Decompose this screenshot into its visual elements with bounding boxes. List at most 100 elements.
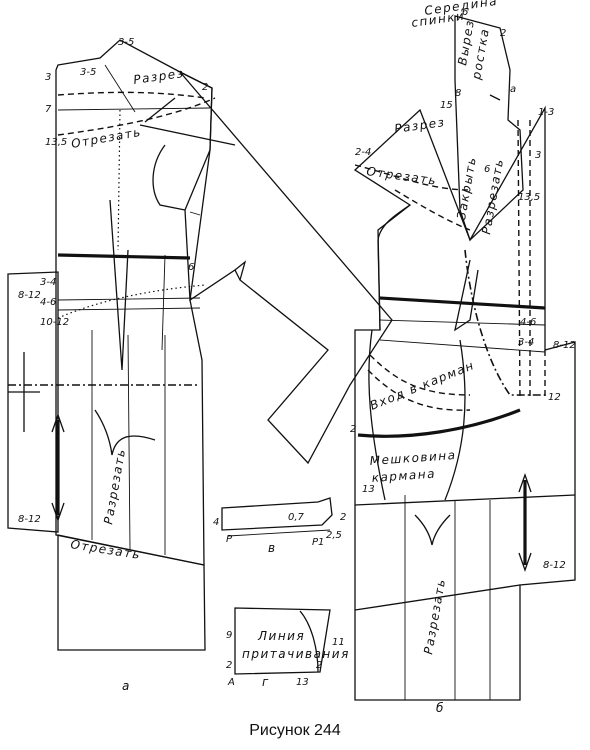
word-seam-1: Линия	[257, 629, 305, 643]
label-b-10: 2-4	[355, 147, 371, 158]
panel-b-hem-line	[354, 584, 521, 611]
panel-a	[7, 39, 236, 651]
labels-panel-b: 6 2 а 8 15 6 1-3 3 13,5 2-4 3-4 4-6 8-12…	[350, 7, 576, 571]
panel-b-armhole	[377, 204, 411, 331]
label-v-5: Р	[226, 534, 233, 545]
label-b-1: 6	[462, 7, 468, 18]
sleeve-mark-1	[189, 211, 201, 216]
label-b-7: 1-3	[538, 107, 554, 118]
word-slash-b: Разрезать	[421, 577, 448, 656]
word-pocket-bag-2: кармана	[371, 467, 436, 485]
subpanel-b-letter: б	[436, 701, 444, 715]
sleeve-notch	[234, 260, 247, 281]
panel-b-grain-head-2	[518, 552, 532, 572]
panel-a-shoulder-line	[57, 107, 211, 111]
panel-a-waist-line	[57, 253, 191, 260]
label-a-9: 4-6	[40, 297, 56, 308]
label-b-12: 4-6	[520, 317, 536, 328]
label-g-5: А	[227, 677, 235, 688]
label-a-2: 3-5	[80, 67, 96, 78]
panel-v	[221, 497, 333, 537]
word-back-middle-2: спинки	[410, 9, 466, 30]
panel-b-waist-line-3	[379, 339, 546, 353]
label-b-13: 8-12	[553, 340, 576, 351]
word-seam-2: притачивания	[242, 647, 350, 661]
panel-a-side-extension	[7, 271, 59, 533]
word-cut-a: Разрез	[132, 66, 185, 87]
label-a-4: 7	[45, 104, 52, 115]
label-b-2: 2	[500, 28, 506, 39]
label-v-6: Р1	[312, 537, 324, 548]
panel-a-dart	[109, 199, 129, 371]
panel-v-outline	[221, 497, 333, 531]
labels-panel-v: 4 0,7 2 2,5 Р Р1	[213, 512, 346, 548]
word-trim-hem-a: Отрезать	[70, 537, 143, 562]
panel-b-pocket-entry	[369, 354, 471, 396]
label-v-1: 4	[213, 517, 219, 528]
labels-panel-g: 9 11 2 2 А 13	[226, 630, 345, 688]
panel-b-shoulder-dash-2	[394, 189, 471, 231]
panel-b-slash-arrow	[414, 514, 451, 546]
panel-a-vert-2	[127, 334, 131, 551]
label-b-3: а	[510, 84, 516, 95]
panel-a-waist-line-2	[57, 297, 201, 301]
panel-a-grain-head-1	[51, 413, 65, 433]
panel-a-top-dash	[57, 91, 206, 99]
panel-a-waist-line-3	[57, 307, 201, 311]
panel-b-pocket-bag	[368, 329, 386, 501]
back-neck-piece	[454, 15, 524, 242]
panel-b-pocket-curve	[357, 408, 521, 438]
label-a-5: 13,5	[45, 137, 67, 148]
panel-a-big-arrow	[139, 97, 236, 146]
panel-b-front-edge	[517, 119, 521, 401]
sleeve-piece	[179, 71, 393, 465]
label-a-1: 3-5	[118, 37, 134, 48]
subpanel-letters: а б в г	[122, 541, 444, 715]
panel-g	[234, 607, 331, 675]
label-g-1: 9	[226, 630, 232, 641]
panel-v-bottom-line	[227, 529, 331, 537]
label-g-2: 11	[332, 637, 345, 648]
panel-b-pocket-bag-2	[444, 339, 466, 501]
panel-b-dart	[454, 259, 479, 332]
word-pocket-bag-1: Мешковина	[369, 448, 457, 468]
label-b-9: 13,5	[518, 192, 540, 203]
panel-a-slash-arrow	[94, 409, 156, 456]
labels-panel-a: 3-5 3-5 3 7 13,5 2 6 3-4 4-6 10-12 8-12 …	[18, 37, 208, 525]
label-a-8: 3-4	[40, 277, 56, 288]
label-b-11: 3-4	[518, 337, 534, 348]
label-a-10: 10-12	[40, 317, 69, 328]
panel-g-outline	[234, 607, 331, 675]
panel-a-dart-dotted	[117, 109, 121, 251]
panel-a-grain-head-2	[51, 502, 65, 522]
panel-a-armhole	[152, 144, 186, 211]
label-b-15: 2	[350, 424, 356, 435]
label-v-3: 2	[340, 512, 346, 523]
panel-b-grain-head-1	[518, 473, 532, 493]
label-a-6: 2	[202, 82, 208, 93]
label-b-14: 12	[548, 392, 561, 403]
panel-b-lower-edge	[354, 494, 576, 506]
figure-caption: Рисунок 244	[249, 722, 341, 739]
label-g-4: 2	[316, 660, 322, 671]
panel-b-shoulder-dash	[354, 164, 471, 191]
label-b-8: 3	[535, 150, 541, 161]
label-v-2: 0,7	[288, 512, 305, 523]
label-g-6: 13	[296, 677, 309, 688]
panel-g-seam-line	[299, 610, 319, 673]
panel-a-lower-block	[57, 534, 206, 651]
label-v-4: 2,5	[326, 530, 342, 541]
label-g-3: 2	[226, 660, 232, 671]
label-a-7: 6	[188, 262, 194, 273]
panel-b-waist-line-2	[379, 319, 546, 326]
panel-b-waist-line	[379, 296, 546, 310]
label-b-4: 8	[455, 88, 461, 99]
panel-a-hip-curve	[57, 284, 206, 319]
label-a-12: 8-12	[18, 514, 41, 525]
label-b-5: 15	[440, 100, 453, 111]
label-b-16: 13	[362, 484, 375, 495]
panel-a-shoulder-curve	[57, 97, 216, 136]
label-a-11: 8-12	[18, 290, 41, 301]
